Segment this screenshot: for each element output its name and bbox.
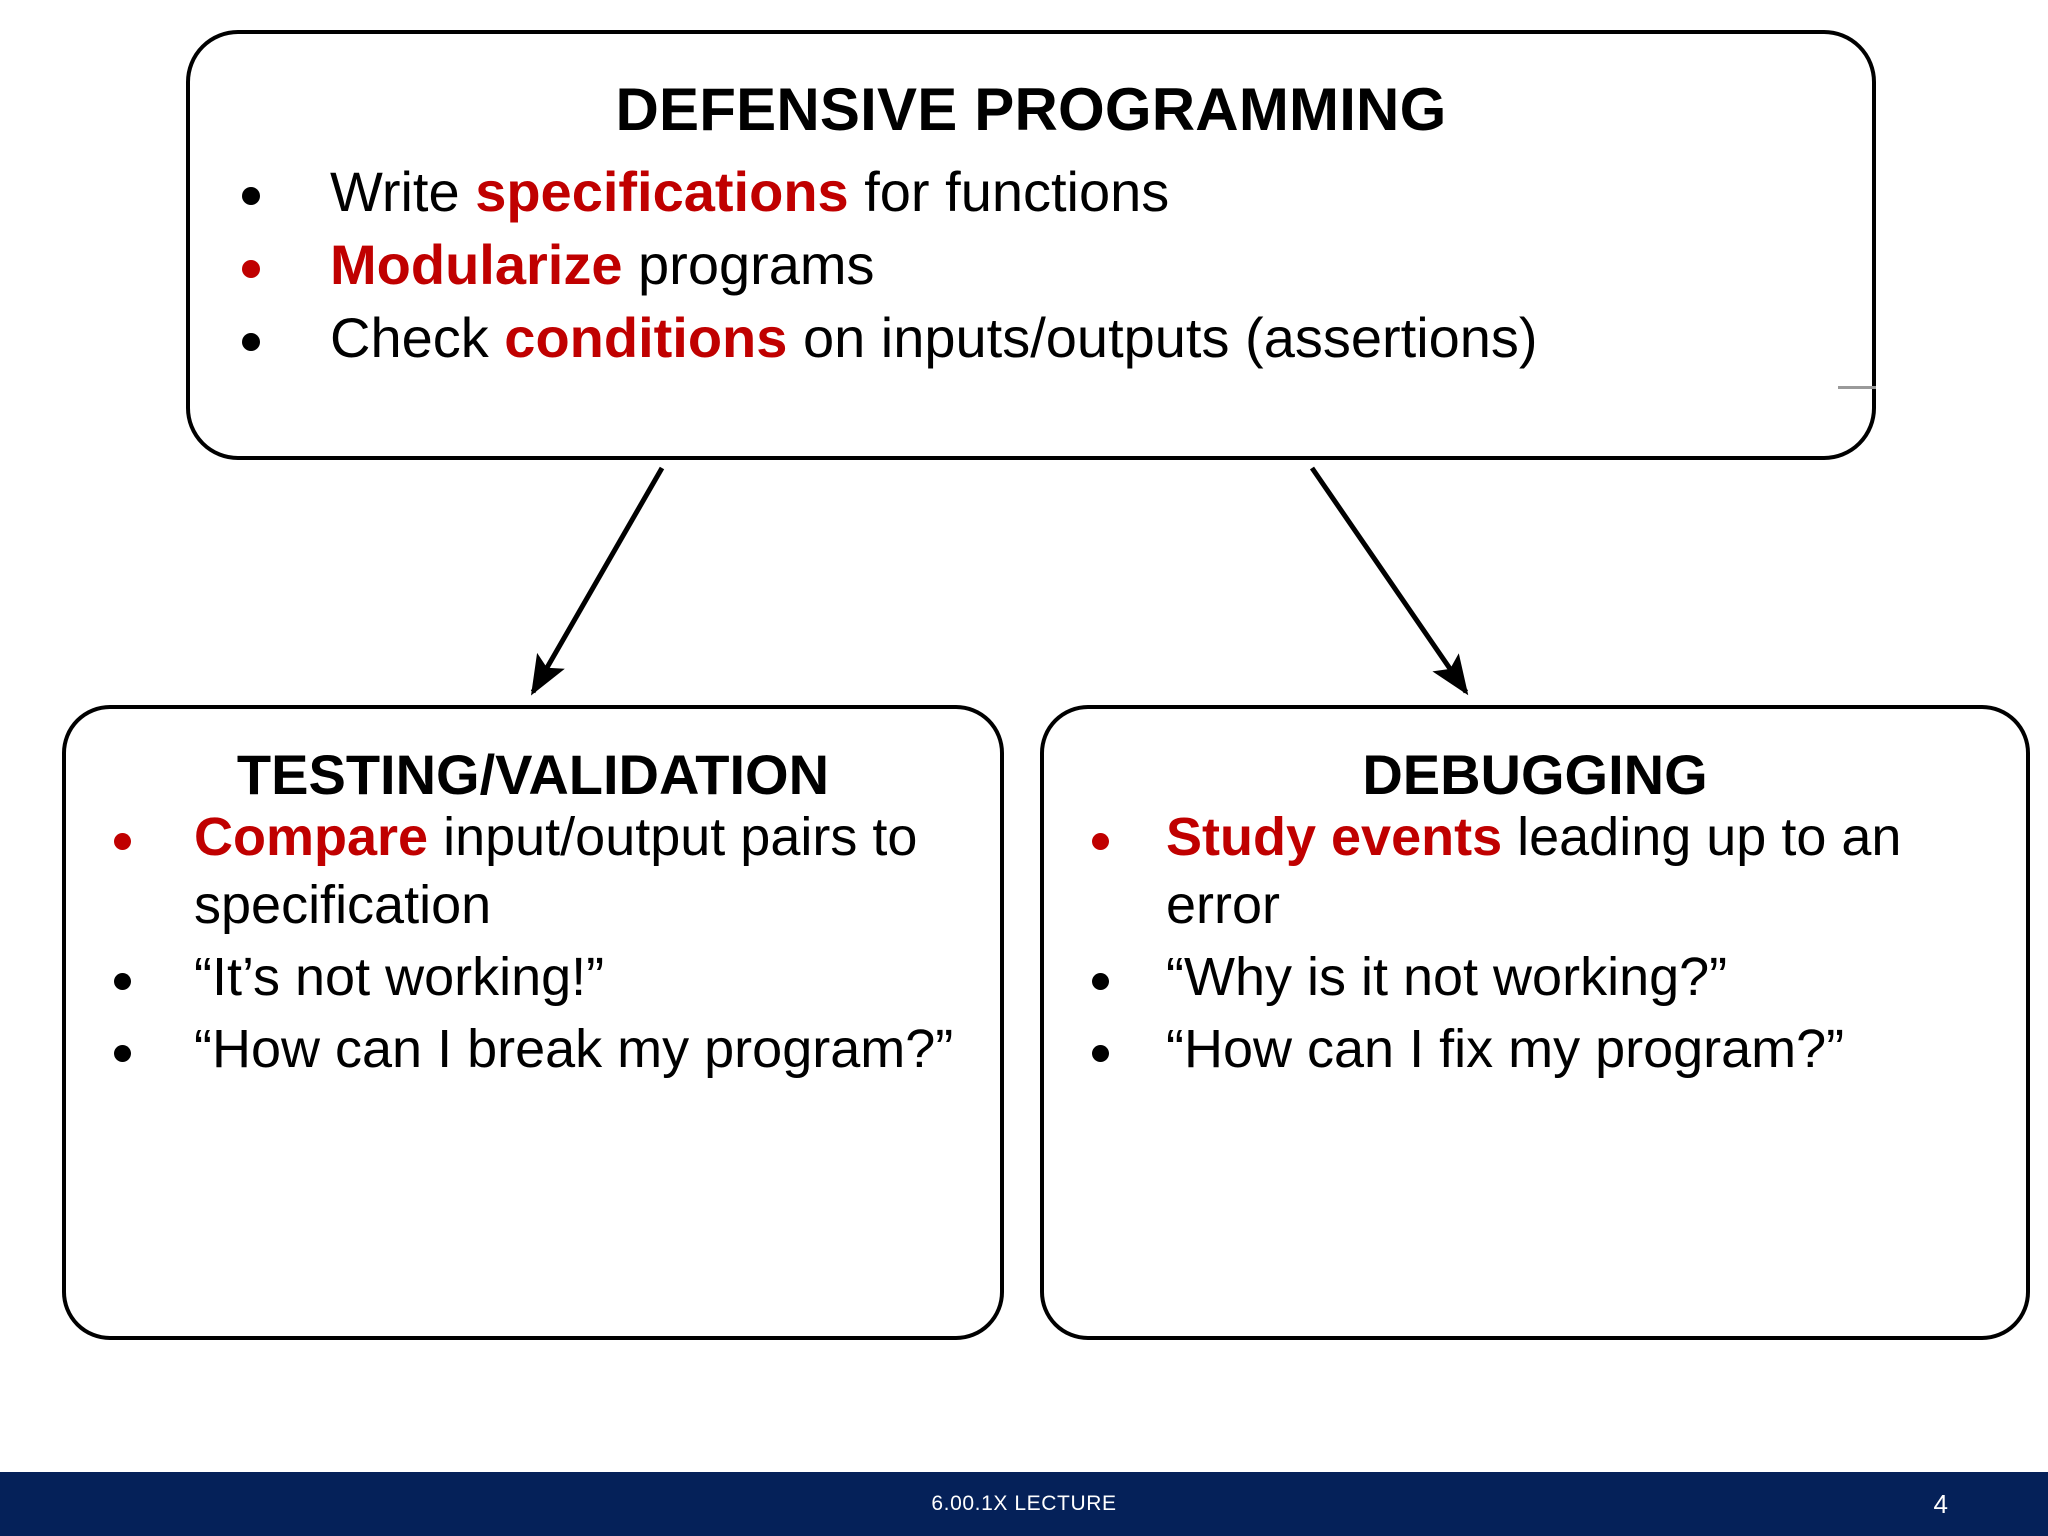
bullet-text-post: for functions <box>848 160 1170 223</box>
bullet-text-emphasis: conditions <box>504 305 788 369</box>
footer-bar: 6.00.1X LECTURE 4 <box>0 1472 2048 1536</box>
bullet-text-post: leading up to an error <box>1166 807 1902 936</box>
testing-validation-title: TESTING/VALIDATION <box>236 743 830 806</box>
bullet-dot-icon <box>242 259 260 278</box>
footer-course-label: 6.00.1X LECTURE <box>931 1492 1117 1515</box>
bullet-text-pre: “It’s not working!” <box>194 947 605 1008</box>
bullet-dot-icon <box>114 1045 131 1063</box>
bullet-text-emphasis: Study events <box>1166 807 1503 867</box>
defensive-programming-title: DEFENSIVE PROGRAMMING <box>615 76 1447 143</box>
bullet-text-pre: Check <box>330 305 505 369</box>
testing-validation-box: TESTING/VALIDATION Compare input/output … <box>62 705 1004 1340</box>
bullet-text-post: programs <box>622 232 875 296</box>
list-item: “How can I break my program?” <box>66 1015 1000 1083</box>
list-item: Write specifications for functions <box>190 156 1872 229</box>
debugging-title: DEBUGGING <box>1362 743 1708 806</box>
bullet-dot-icon <box>1092 973 1109 991</box>
list-item: Compare input/output pairs to specificat… <box>66 803 1000 939</box>
bullet-text-post: input/output pairs to specification <box>194 807 918 936</box>
bullet-text-pre: Write <box>330 160 476 223</box>
list-item: “How can I fix my program?” <box>1044 1015 2026 1083</box>
list-item: Study events leading up to an error <box>1044 803 2026 939</box>
list-item: Check conditions on inputs/outputs (asse… <box>190 302 1872 375</box>
arrow-defensive-to-debugging <box>1309 466 1469 696</box>
defensive-programming-bullet-list: Write specifications for functions Modul… <box>190 156 1872 374</box>
bullet-text-pre: “Why is it not working?” <box>1166 947 1728 1008</box>
debugging-box: DEBUGGING Study events leading up to an … <box>1040 705 2030 1340</box>
bullet-text-emphasis: Modularize <box>330 232 623 296</box>
list-item: Modularize programs <box>190 229 1872 302</box>
bullet-text-emphasis: specifications <box>475 160 849 223</box>
bullet-text-post: on inputs/outputs (assertions) <box>787 305 1538 369</box>
footer-page-number: 4 <box>1933 1489 1948 1519</box>
list-item: “It’s not working!” <box>66 943 1000 1011</box>
bullet-dot-icon <box>242 332 260 351</box>
arrow-defensive-to-testing <box>530 466 665 696</box>
defensive-programming-box: DEFENSIVE PROGRAMMING Write specificatio… <box>186 30 1876 460</box>
bullet-text-pre: “How can I break my program?” <box>194 1019 954 1080</box>
debugging-bullet-list: Study events leading up to an error “Why… <box>1044 803 2026 1083</box>
bullet-dot-icon <box>242 187 260 205</box>
bullet-text-pre: “How can I fix my program?” <box>1166 1019 1845 1080</box>
bullet-dot-icon <box>1092 833 1109 850</box>
testing-validation-bullet-list: Compare input/output pairs to specificat… <box>66 803 1000 1083</box>
bullet-dot-icon <box>114 973 131 991</box>
connector-tick <box>1838 386 1876 389</box>
list-item: “Why is it not working?” <box>1044 943 2026 1011</box>
bullet-text-emphasis: Compare <box>194 807 429 867</box>
bullet-dot-icon <box>1092 1045 1109 1063</box>
bullet-dot-icon <box>114 833 131 850</box>
